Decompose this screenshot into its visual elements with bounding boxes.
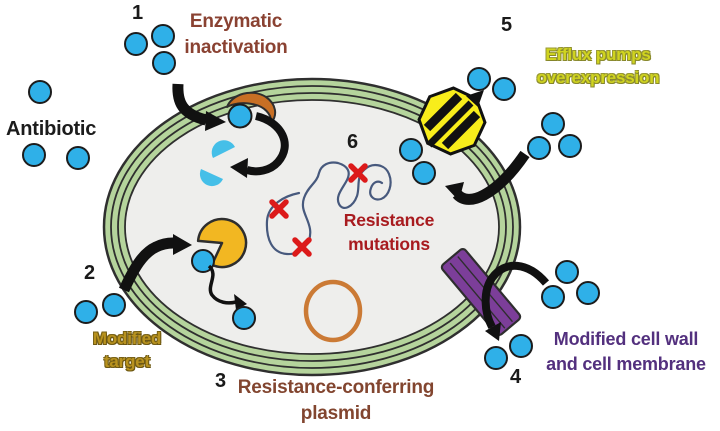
efflux-arrow-shaft [426,100,474,148]
antibiotic-molecule [541,112,565,136]
antibiotic-molecule [66,146,90,170]
mutation-x-icons [269,163,368,257]
antibiotic-molecule [555,260,579,284]
mutation-x-icon [292,237,312,257]
mechanism-4-number: 4 [510,366,522,388]
mechanism-2-number: 2 [84,262,96,284]
inactivation-arrowhead [230,158,248,178]
inactivation-curved-arrow [245,112,289,176]
antibiotic-molecules [22,24,600,370]
antibiotic-molecule [541,285,565,309]
antibiotic-molecule [412,161,436,185]
efflux-arrowhead [466,90,484,107]
deflection-squiggle-arrow [207,264,237,305]
antibiotic-molecule [484,346,508,370]
antibiotic-molecule [527,136,551,160]
modified-target-icon [196,217,248,269]
entry-arrow-2 [118,237,174,293]
deflection-arrow-4 [481,261,550,329]
mutation-x-icon [348,163,368,183]
mechanism-1-label: Enzymatic inactivation [184,11,288,59]
antibiotic-molecule [152,51,176,75]
squiggle-arrowhead [234,294,247,310]
antibiotic-label: Antibiotic [6,118,97,140]
mechanism-1-number: 1 [132,2,144,24]
plasmid-icon [303,279,363,343]
mechanism-4-label: Modified cell wall and cell membrane [546,329,706,374]
efflux-pump-stripe [441,110,481,150]
antibiotic-molecule [232,306,256,330]
mechanism-6-number: 6 [347,131,359,153]
mechanism-3-number: 3 [215,370,227,392]
antibiotic-molecule [227,103,253,129]
antibiotic-molecule [467,67,491,91]
mechanism-5-number: 5 [501,14,513,36]
antibiotic-molecule [22,143,46,167]
degraded-antibiotic-half [199,169,223,187]
entry-arrow-5 [452,150,530,205]
antibiotic-molecule [191,249,215,273]
entry-arrow-1 [172,83,208,126]
antibiotic-molecule [124,32,148,56]
antibiotic-molecule [576,281,600,305]
antibiotic-molecule [399,138,423,162]
efflux-pump-stripe [423,92,463,132]
entry-arrow-5-head [445,182,464,201]
mutation-x-icon [269,199,289,219]
mechanism-6-label: Resistance mutations [343,210,435,255]
mechanism-5-label: Efflux pumps overexpression [536,45,660,88]
antibiotic-molecule [102,293,126,317]
antibiotic-molecule [151,24,175,48]
mechanism-3-label: Resistance-conferring plasmid [237,377,435,425]
entry-arrow-1-head [205,111,226,131]
mechanism-2-label: Modified target [92,329,162,372]
antibiotic-molecule [74,300,98,324]
antibiotic-molecule [492,77,516,101]
antibiotic-molecule [509,334,533,358]
cell-interior [124,99,500,355]
degraded-antibiotic-half [211,140,235,158]
antibiotic-molecule [28,80,52,104]
antibiotic-molecule [558,134,582,158]
deflection-arrow-4-head [485,322,501,341]
entry-arrow-2-head [173,234,192,255]
